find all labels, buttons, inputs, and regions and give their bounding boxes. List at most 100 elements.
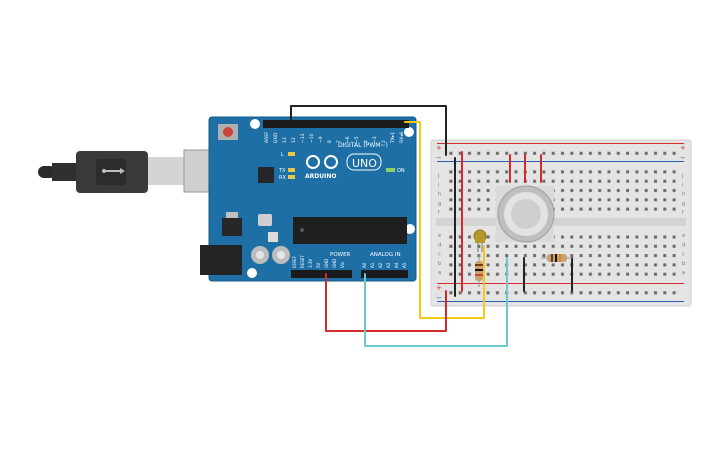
top-pin-label: 7 [336,140,342,143]
power-pin-label: Vin [340,261,345,268]
power-label: POWER [330,252,351,258]
analog-pin-label: A0 [362,262,367,268]
power-jack [200,245,242,275]
power-pin-label: RESET [300,255,305,268]
usb-cable[interactable] [38,151,184,193]
icsp-header [268,232,278,242]
row-letter: a [438,270,441,276]
analog-label: ANALOG IN [370,252,401,258]
analog-pin-label: A3 [386,262,391,268]
rail-sign-plus-right: + [680,144,686,152]
top-pin-label: 8 [327,140,333,143]
top-pin-label: ~5 [354,136,360,143]
regulator [222,218,242,236]
top-header [263,120,409,128]
power-pin-label: GND [324,259,329,268]
uno-badge [346,153,382,171]
mounting-hole [404,127,414,137]
wire-black-gnd[interactable] [290,105,447,156]
icsp-chip [258,167,274,183]
wire-yellow-digital[interactable] [404,121,485,319]
resistor-vertical[interactable] [475,255,483,287]
resistor-horizontal[interactable] [541,254,572,262]
rail-top-holes [446,146,680,160]
digital-label: DIGITAL (PWM~) [338,142,388,149]
rail-sign-minus: − [436,154,442,162]
rail-sign-plus: + [436,144,442,152]
row-letter-right: g [682,201,685,207]
atmega-chip [293,217,407,244]
row-letter-right: a [682,270,685,276]
led-rx [288,175,295,179]
uno-label: UNO [352,157,377,170]
wire-red-5v[interactable] [325,273,447,332]
row-letter: b [438,261,441,267]
top-pin-label: ~3 [372,136,378,143]
led-on-label: ON [397,168,405,174]
rail-bottom-minus-line [437,301,684,302]
row-letter: g [438,201,441,207]
row-letter: c [438,252,441,258]
row-letter-right: h [682,192,685,198]
center-channel [436,218,686,226]
rail-bottom-holes [446,285,680,299]
row-letter-right: c [682,252,685,258]
top-pin-label: ~11 [300,133,306,143]
capacitors [251,246,290,264]
power-header [291,270,352,278]
top-pin-label: AREF [264,131,270,143]
row-letter-right: j [681,173,683,179]
row-letter: h [438,192,441,198]
top-pin-label: GND [273,132,279,143]
row-letter: e [438,233,441,239]
rail-bottom-plus-line [437,283,684,284]
power-pin-label: 5V [316,262,321,268]
top-pin-label: ~6 [345,136,351,143]
analog-pin-label: A2 [378,262,383,268]
top-pin-label: 12 [291,137,297,143]
chip-notch [300,228,304,232]
mounting-hole [250,119,260,129]
arduino-brand-label: ARDUINO [305,173,336,180]
crystal [258,214,272,226]
row-letter-right: d [682,242,685,248]
gas-sensor[interactable] [496,185,555,243]
terminal-top-holes [446,170,680,216]
row-letter-right: b [682,261,685,267]
analog-pin-label: A5 [402,262,407,268]
row-letter: f [438,210,440,216]
led-tx-label: TX [278,168,286,174]
led-l [288,152,295,156]
led[interactable] [473,229,487,252]
top-pin-label: ~9 [318,136,324,143]
rail-sign-minus-bottom: − [436,294,442,302]
rail-top-plus-line [437,143,684,144]
analog-pin-label: A4 [394,262,399,268]
regulator-tab [226,212,238,218]
rail-sign-minus-right: − [680,154,686,162]
led-on [386,168,395,172]
power-pin-label: IOREF [292,255,297,268]
mounting-hole [405,224,415,234]
analog-header [361,270,408,278]
top-pin-label: RX◂0 [399,132,405,143]
row-letter: j [437,173,439,179]
power-pin-label: 3.3V [308,259,313,268]
row-letter-right: i [682,182,683,188]
reset-button-cap [223,127,233,137]
analog-pin-label: A1 [370,262,375,268]
row-letter: i [438,182,439,188]
led-rx-label: RX [279,175,286,181]
top-pin-label: 4 [363,140,369,143]
top-pin-label: 13 [282,137,288,143]
usb-icon [102,168,125,174]
wire-cyan-a0[interactable] [364,257,508,347]
top-pin-label: ~10 [309,133,315,143]
power-pin-label: GND [332,259,337,268]
row-letter-right: f [682,210,684,216]
rail-sign-plus-bottom: + [436,284,442,292]
led-l-label: L [281,152,284,158]
